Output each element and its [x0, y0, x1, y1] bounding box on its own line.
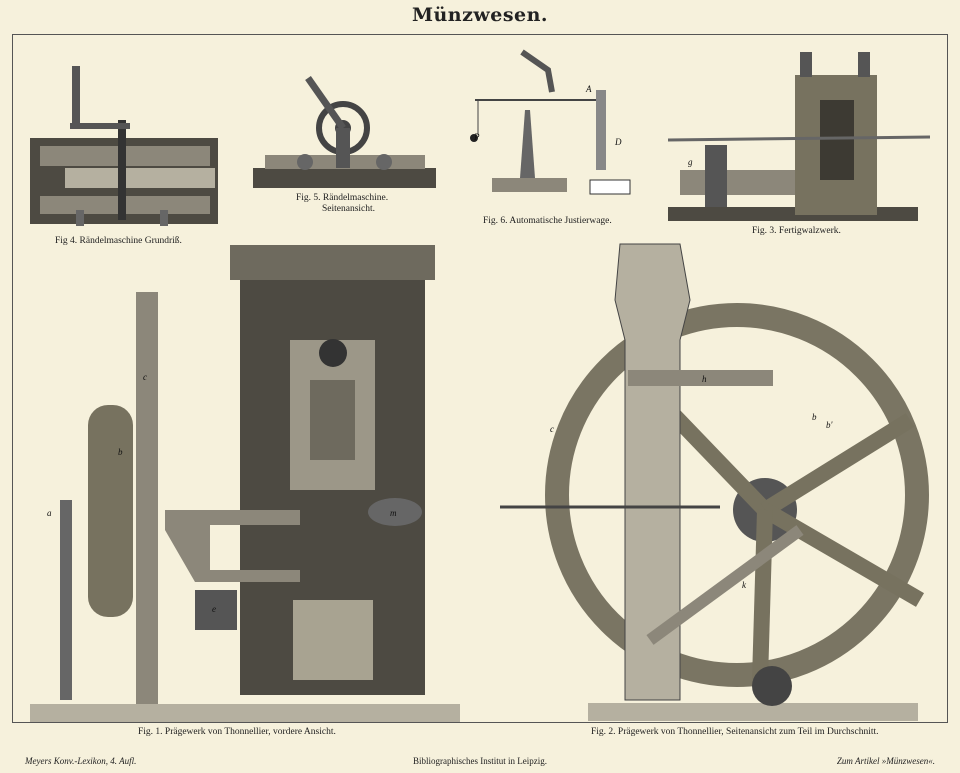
footer-article-ref: Zum Artikel »Münzwesen«. — [836, 756, 935, 766]
svg-text:g: g — [688, 157, 693, 167]
plate-title: Münzwesen. — [411, 4, 549, 26]
svg-text:m: m — [390, 508, 397, 518]
fig3-finishing-rolling-mill: g — [667, 52, 931, 221]
svg-text:c: c — [143, 372, 147, 382]
svg-text:b': b' — [826, 420, 834, 430]
fig5-knurling-machine-side — [253, 75, 436, 188]
svg-text:e: e — [212, 604, 216, 614]
fig1-caption: Fig. 1. Prägewerk von Thonnellier, vorde… — [138, 727, 336, 737]
fig4-caption: Fig 4. Rändelmaschine Grundriß. — [55, 236, 182, 246]
footer-publisher: Bibliographisches Institut in Leipzig. — [413, 756, 547, 766]
fig2-coin-press-side-section: h c b b' k — [500, 243, 929, 721]
fig1-coin-press-front-view: c b a e m — [30, 245, 460, 722]
fig5-caption-line2: Seitenansicht. — [322, 204, 376, 214]
svg-text:A: A — [585, 84, 592, 94]
fig4-knurling-machine-plan — [30, 66, 218, 226]
svg-text:P: P — [473, 132, 480, 142]
svg-text:D: D — [614, 137, 622, 147]
svg-text:h: h — [702, 374, 707, 384]
svg-text:a: a — [47, 508, 52, 518]
svg-text:k: k — [742, 580, 747, 590]
fig2-caption: Fig. 2. Prägewerk von Thonnellier, Seite… — [591, 727, 879, 737]
svg-text:b: b — [812, 412, 817, 422]
svg-text:c: c — [550, 424, 554, 434]
plate-frame — [12, 34, 948, 723]
fig3-caption: Fig. 3. Fertigwalzwerk. — [752, 226, 841, 236]
footer-publication: Meyers Konv.-Lexikon, 4. Aufl. — [25, 756, 137, 766]
fig5-caption-line1: Fig. 5. Rändelmaschine. — [296, 193, 389, 203]
fig6-automatic-balance: A D P — [470, 49, 631, 195]
fig6-caption: Fig. 6. Automatische Justierwage. — [483, 216, 612, 226]
svg-text:b: b — [118, 447, 123, 457]
